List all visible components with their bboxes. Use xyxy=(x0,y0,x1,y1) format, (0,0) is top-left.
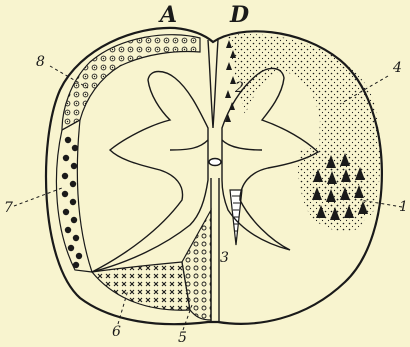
region-7-dark-dots xyxy=(56,120,92,272)
gray-commissure xyxy=(170,140,262,150)
region-label-5: 5 xyxy=(178,330,187,346)
leader-7 xyxy=(14,188,62,206)
region-label-2: 2 xyxy=(234,80,244,96)
label-D: D xyxy=(229,2,249,28)
anterior-fissure xyxy=(208,40,218,128)
region-label-3: 3 xyxy=(220,250,229,266)
gray-matter-outline xyxy=(92,72,208,273)
region-6-crosses xyxy=(92,262,190,310)
region-label-8: 8 xyxy=(36,54,45,70)
posterior-septum xyxy=(211,178,219,322)
region-label-7: 7 xyxy=(4,200,13,216)
label-A: A xyxy=(158,2,177,28)
central-canal xyxy=(209,159,221,166)
region-label-6: 6 xyxy=(112,324,121,340)
region-label-4: 4 xyxy=(392,60,402,76)
region-label-1: 1 xyxy=(399,199,408,215)
region-7-dot-marks xyxy=(62,137,82,268)
